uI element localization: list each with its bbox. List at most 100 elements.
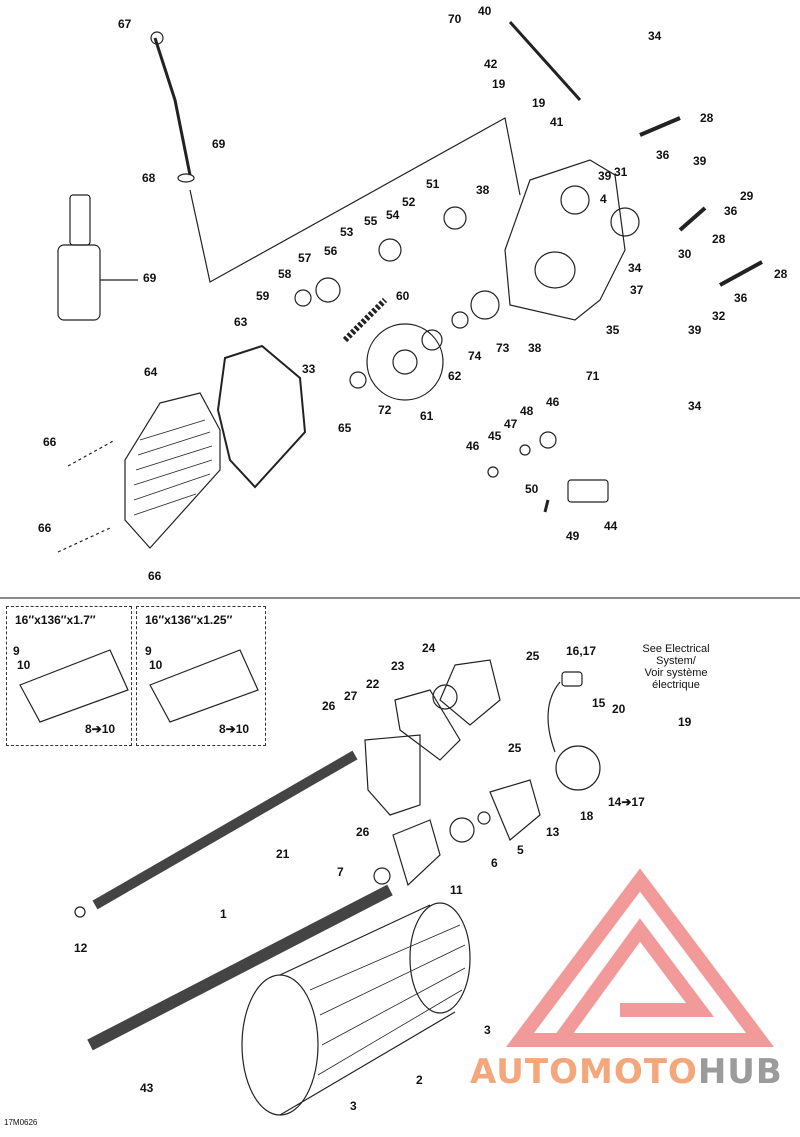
part-label: 68 [142,171,156,185]
part-label: 1 [220,907,227,921]
part-label: 42 [484,57,498,71]
part-label: 53 [340,225,354,239]
note-line: See Electrical [642,643,710,655]
dipstick-shape [153,37,192,176]
part-label: 59 [256,289,270,303]
part-label: 47 [504,417,518,431]
part-label: 37 [630,283,644,297]
track-2 [149,649,259,723]
part-label: 34 [648,29,662,43]
dipstick-oring [177,173,195,183]
part-label: 7 [337,865,344,879]
part-label: 56 [324,244,338,258]
part-label: 8➔10 [219,722,250,736]
chain-60 [342,297,388,343]
part-label: 30 [678,247,692,261]
watermark-part: AUTO [470,1052,579,1092]
part-label: 66 [43,435,57,449]
part-label: 15 [592,696,606,710]
bolt-28a [639,116,681,137]
part-label: 52 [402,195,416,209]
part-label: 71 [586,369,600,383]
part-label: 39 [598,169,612,183]
part-label: 66 [38,521,52,535]
part-label: 34 [628,261,642,275]
bearing-73 [470,290,500,320]
part-label: 9 [145,644,152,658]
part-label: 31 [614,165,628,179]
part-label: 48 [520,404,534,418]
kit-title: 16″x136″x1.7″ [15,613,96,627]
part-label: 40 [478,4,492,18]
part-label: 33 [302,362,316,376]
part-label: 64 [144,365,158,379]
part-label: 2 [416,1073,423,1087]
part-label: 3 [350,1099,357,1113]
part-label: 23 [391,659,405,673]
bearing-plate-24 [439,659,501,726]
note-line: System/ [656,655,696,667]
part-label: 4 [600,192,607,206]
part-label: 28 [712,232,726,246]
note-line: Voir système [644,667,708,679]
part-label: 50 [525,482,539,496]
axle-21 [92,750,358,910]
cover-64 [124,392,221,549]
part-label: 38 [528,341,542,355]
part-label: 19 [678,715,692,729]
bearing-51 [443,206,467,230]
part-label: 61 [420,409,434,423]
sprocket-3a [241,974,319,1116]
part-label: 49 [566,529,580,543]
part-label: 18 [580,809,594,823]
bearing-4 [610,207,640,237]
part-label: 45 [488,429,502,443]
ring-5 [477,811,491,825]
part-label: 38 [476,183,490,197]
part-label: 39 [688,323,702,337]
part-label: 13 [546,825,560,839]
part-label: 69 [143,271,157,285]
gasket-63 [216,344,307,489]
oil-bottle [57,244,101,321]
part-label: 67 [118,17,132,31]
part-label: 72 [378,403,392,417]
ring-7 [373,867,391,885]
part-label: 43 [140,1081,154,1095]
chaincase-housing [504,159,626,321]
part-label: 58 [278,267,292,281]
part-label: 9 [13,644,20,658]
oring-62 [421,329,443,351]
part-label: 6 [491,856,498,870]
part-label: 29 [740,189,754,203]
part-label: 39 [693,154,707,168]
part-label: 25 [508,741,522,755]
track-kit-box-2: 16″x136″x1.25″ 9 10 8➔10 [136,606,266,746]
sprocket-3b [409,902,471,1014]
part-label: 5 [517,843,524,857]
bearing-6 [449,817,475,843]
watermark-logo [506,868,774,1047]
drawing-ref: 17M0626 [4,1118,38,1127]
gear-57 [315,277,341,303]
part-label: 8➔10 [85,722,116,736]
part-label: 36 [724,204,738,218]
part-label: 16,17 [566,644,597,658]
part-label: 25 [526,649,540,663]
note-line: électrique [652,679,700,691]
part-label: 26 [322,699,336,713]
part-label: 28 [700,111,714,125]
bearing-plate-11 [392,819,441,887]
part-label: 19 [492,77,506,91]
dipstick-handle [150,31,164,45]
part-label: 21 [276,847,290,861]
part-label: 51 [426,177,440,191]
part-label: 11 [450,883,463,897]
gear-61 [366,323,444,401]
part-label: 26 [356,825,370,839]
part-label: 73 [496,341,510,355]
gear-58 [294,289,312,307]
part-label: 19 [532,96,546,110]
